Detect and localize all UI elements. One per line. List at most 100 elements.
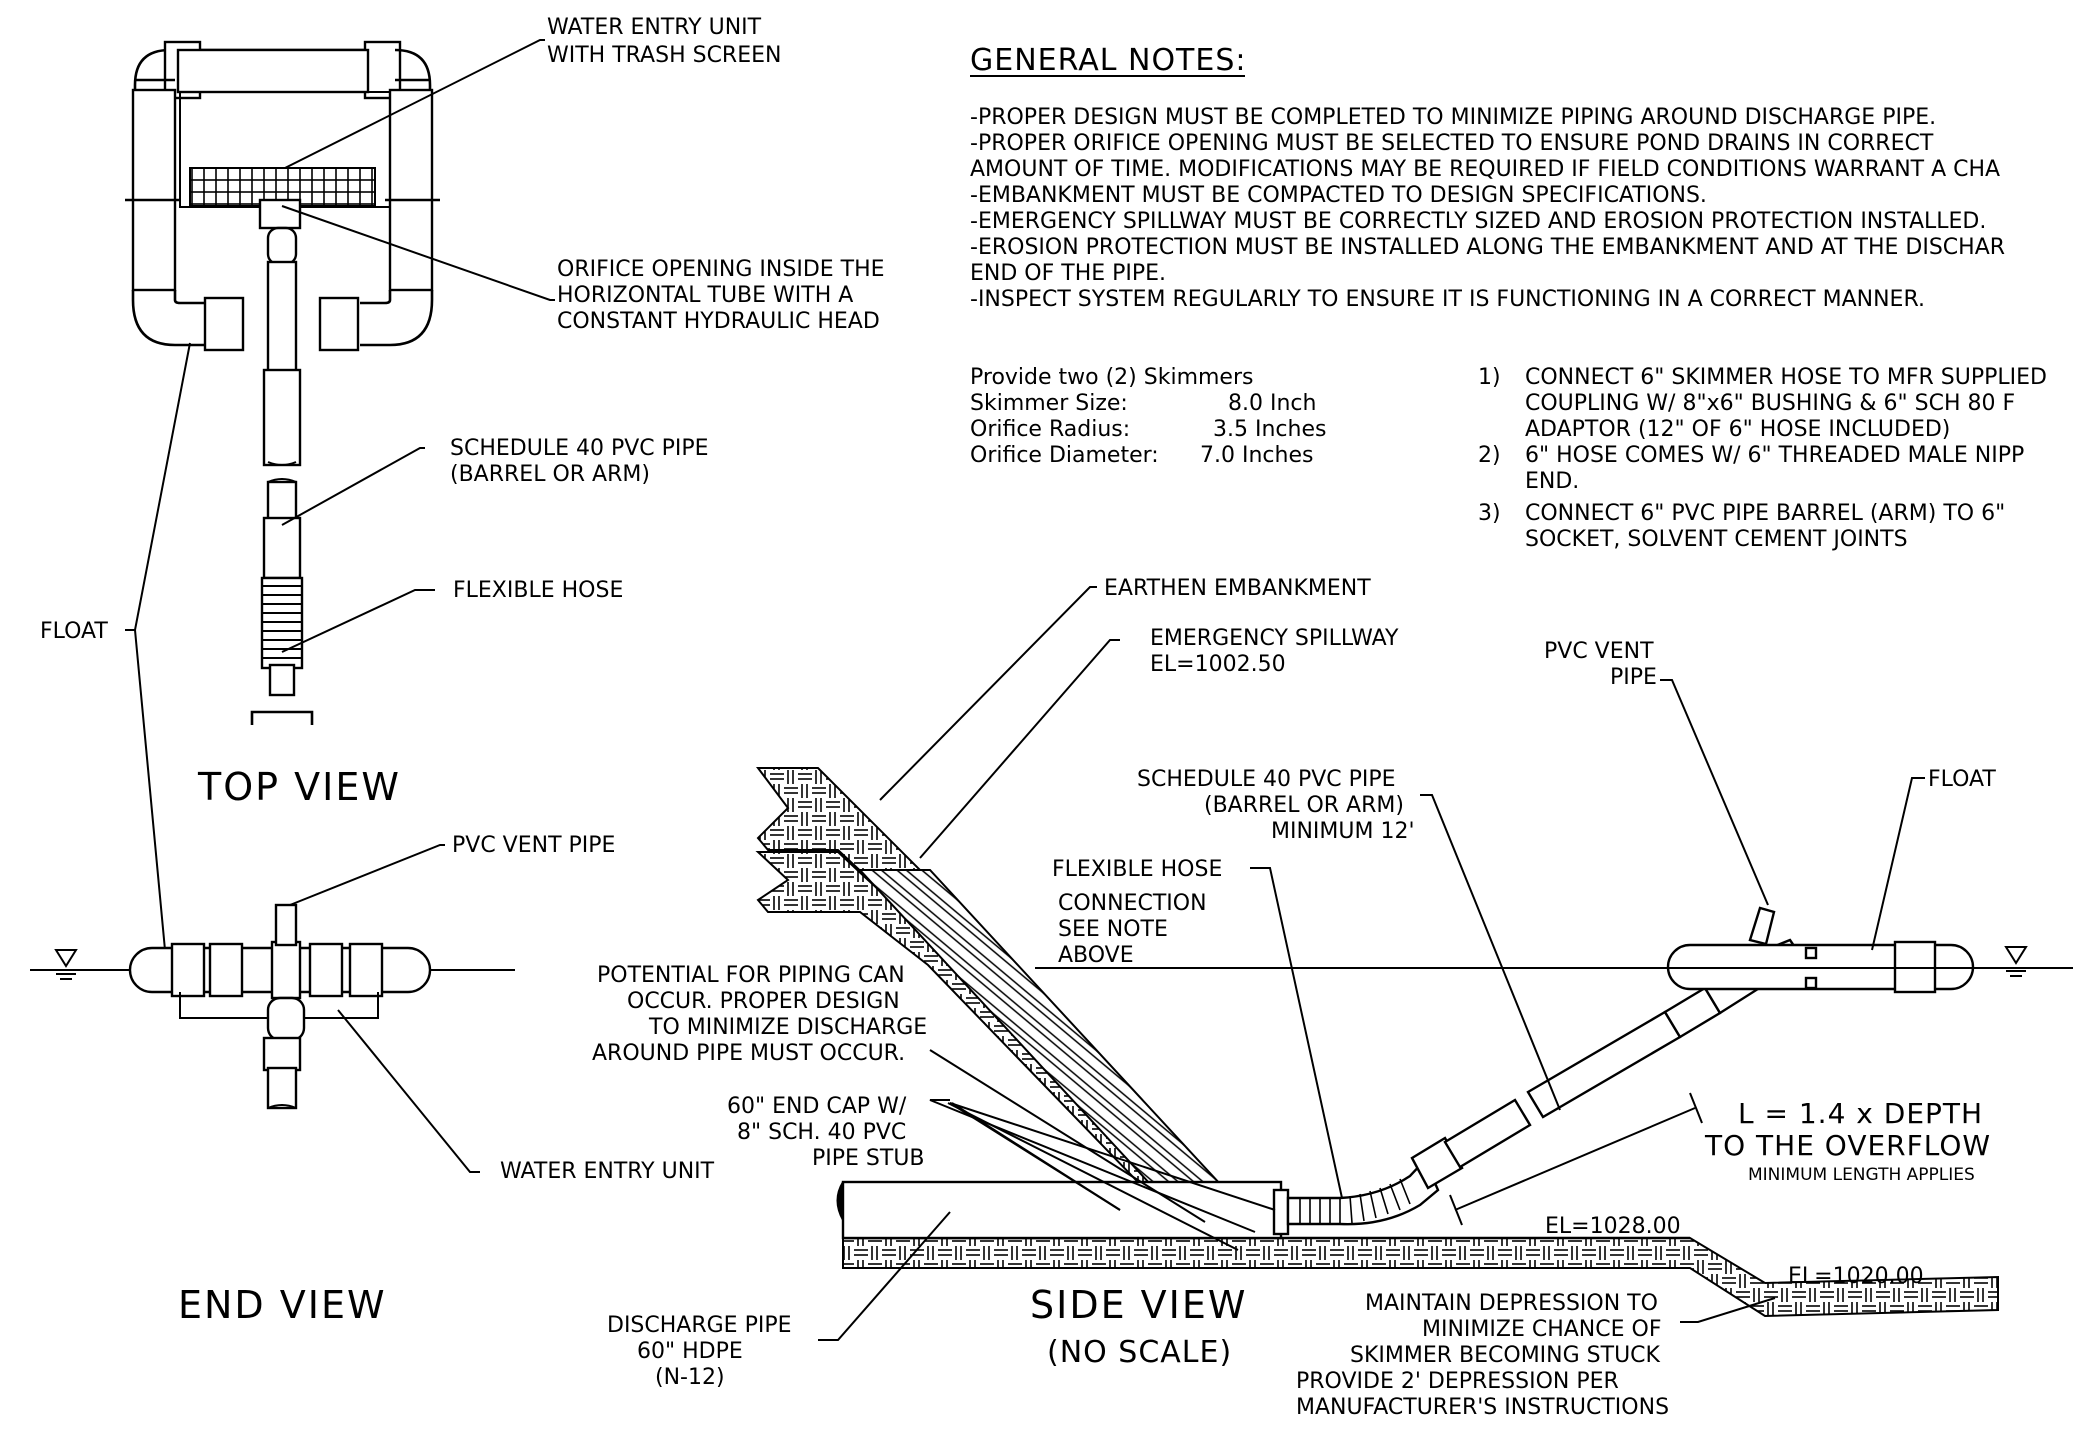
dimension-tick [1689, 1092, 1703, 1124]
end-view-title: END VIEW [178, 1283, 387, 1327]
leader-endcap [949, 1102, 1276, 1211]
label-depression-5: MANUFACTURER'S INSTRUCTIONS [1296, 1395, 1669, 1420]
hose-end-flange [250, 710, 314, 725]
frame-right-leg [388, 88, 434, 292]
ground-bed [842, 1237, 1999, 1318]
label-hose: FLEXIBLE HOSE [453, 578, 623, 603]
leader-vent-side [1660, 679, 1769, 906]
barrel-side-mid [1526, 1010, 1682, 1119]
flexible-hose-coils [260, 576, 304, 670]
note-line: -EMERGENCY SPILLWAY MUST BE CORRECTLY SI… [970, 209, 1986, 234]
leader-earthen [879, 586, 1097, 801]
note-line: -INSPECT SYSTEM REGULARLY TO ENSURE IT I… [970, 287, 1925, 312]
end-view-coupling [262, 1036, 302, 1072]
side-view-title: SIDE VIEW [1030, 1283, 1247, 1327]
label-conn-1: CONNECTION [1058, 891, 1207, 916]
float-coupling [170, 942, 206, 998]
note-line: END OF THE PIPE. [970, 261, 1166, 286]
float-side-bolt [1804, 976, 1818, 990]
label-conn-3: ABOVE [1058, 943, 1134, 968]
label-piping-4: AROUND PIPE MUST OCCUR. [592, 1041, 905, 1066]
label-water-entry-1: WATER ENTRY UNIT [547, 15, 762, 40]
vent-side [1748, 906, 1776, 946]
end-view-elbow [266, 996, 306, 1042]
label-orifice-2: HORIZONTAL TUBE WITH A [557, 283, 853, 308]
label-float: FLOAT [40, 619, 108, 644]
conn-note-2b: END. [1525, 469, 1579, 494]
note-line: -EMBANKMENT MUST BE COMPACTED TO DESIGN … [970, 183, 1707, 208]
dimension-line [1454, 1107, 1696, 1211]
leader-piping-e [951, 1102, 1121, 1211]
hose-coupling [262, 516, 302, 580]
label-barrel-3: MINIMUM 12' [1271, 819, 1415, 844]
label-length-2: TO THE OVERFLOW [1704, 1129, 1991, 1162]
flexible-hose-side [1286, 1157, 1440, 1226]
float-coupling [348, 942, 384, 998]
leader-water-entry [284, 39, 545, 169]
frame-elbow-br [360, 290, 434, 347]
float-coupling [308, 942, 344, 998]
label-vent-side-1: PVC VENT [1544, 639, 1654, 664]
side-view-subtitle: (NO SCALE) [1047, 1335, 1232, 1370]
label-discharge-1: DISCHARGE PIPE [607, 1313, 792, 1338]
leader-depression [1680, 1297, 1776, 1323]
spec-size-value: 8.0 Inch [1228, 391, 1316, 416]
label-length-1: L = 1.4 x DEPTH [1738, 1097, 1983, 1130]
label-endcap-2: 8" SCH. 40 PVC [737, 1120, 906, 1145]
leader-piping-c [947, 1102, 1239, 1251]
leader-vent [289, 844, 445, 906]
label-float-side: FLOAT [1928, 767, 1996, 792]
label-earthen: EARTHEN EMBANKMENT [1104, 576, 1371, 601]
frame-end-cap-right [318, 296, 360, 352]
label-depression-3: SKIMMER BECOMING STUCK [1350, 1343, 1661, 1368]
label-discharge-3: (N-12) [655, 1365, 725, 1390]
spec-radius-value: 3.5 Inches [1213, 417, 1326, 442]
orifice-opening [266, 226, 298, 266]
dimension-tick [1449, 1194, 1463, 1226]
spec-diameter-label: Orifice Diameter: [970, 443, 1159, 468]
leader-float-top [125, 342, 191, 631]
hose-stub [268, 663, 296, 697]
skimmer-spec: Provide two (2) Skimmers Skimmer Size: 8… [970, 365, 1326, 468]
label-orifice-3: CONSTANT HYDRAULIC HEAD [557, 309, 880, 334]
label-pipe-2: (BARREL OR ARM) [450, 462, 650, 487]
notes-heading: GENERAL NOTES: [970, 43, 1247, 78]
conn-note-1a: CONNECT 6" SKIMMER HOSE TO MFR SUPPLIED [1525, 365, 2047, 390]
water-level-symbol [54, 949, 78, 968]
end-view: PVC VENT PIPE WATER ENTRY UNIT END VIEW [30, 833, 715, 1327]
frame-corner-tr [394, 48, 432, 145]
top-view-title: TOP VIEW [197, 765, 401, 809]
conn-note-1c: ADAPTOR (12" OF 6" HOSE INCLUDED) [1525, 417, 1950, 442]
pipe-break [267, 1104, 297, 1109]
frame-left-leg [131, 88, 177, 292]
end-cap [1272, 1188, 1290, 1236]
label-piping-1: POTENTIAL FOR PIPING CAN [597, 963, 905, 988]
barrel-pipe-upper [266, 260, 298, 379]
conn-note-3-num: 3) [1478, 501, 1501, 526]
label-barrel-1: SCHEDULE 40 PVC PIPE [1137, 767, 1396, 792]
leader-piping-b [929, 1099, 1256, 1233]
spec-provide: Provide two (2) Skimmers [970, 365, 1253, 390]
barrel-coupling [262, 368, 302, 467]
conn-note-2a: 6" HOSE COMES W/ 6" THREADED MALE NIPP [1525, 443, 2024, 468]
label-water-entry-end: WATER ENTRY UNIT [500, 1159, 715, 1184]
label-pipe-1: SCHEDULE 40 PVC PIPE [450, 436, 709, 461]
side-view: EARTHEN EMBANKMENT EMERGENCY SPILLWAY EL… [592, 576, 2073, 1420]
conn-note-1b: COUPLING W/ 8"x6" BUSHING & 6" SCH 80 F [1525, 391, 2015, 416]
label-piping-3: TO MINIMIZE DISCHARGE [648, 1015, 927, 1040]
end-view-barrel [266, 1066, 298, 1110]
label-water-entry-2: WITH TRASH SCREEN [547, 43, 781, 68]
note-line: -PROPER DESIGN MUST BE COMPLETED TO MINI… [970, 105, 1936, 130]
label-discharge-2: 60" HDPE [637, 1339, 743, 1364]
leader-spillway [919, 639, 1120, 859]
top-view: WATER ENTRY UNIT WITH TRASH SCREEN ORIFI… [40, 15, 885, 951]
frame-elbow-bl [131, 290, 205, 347]
leader-float-end [134, 629, 166, 951]
label-conn-2: SEE NOTE [1058, 917, 1168, 942]
tee-fitting [270, 940, 302, 1000]
conn-note-3b: SOCKET, SOLVENT CEMENT JOINTS [1525, 527, 1908, 552]
leader-water-entry-end [337, 1009, 480, 1173]
label-vent: PVC VENT PIPE [452, 833, 615, 858]
frame-coupling-tr [363, 40, 402, 100]
